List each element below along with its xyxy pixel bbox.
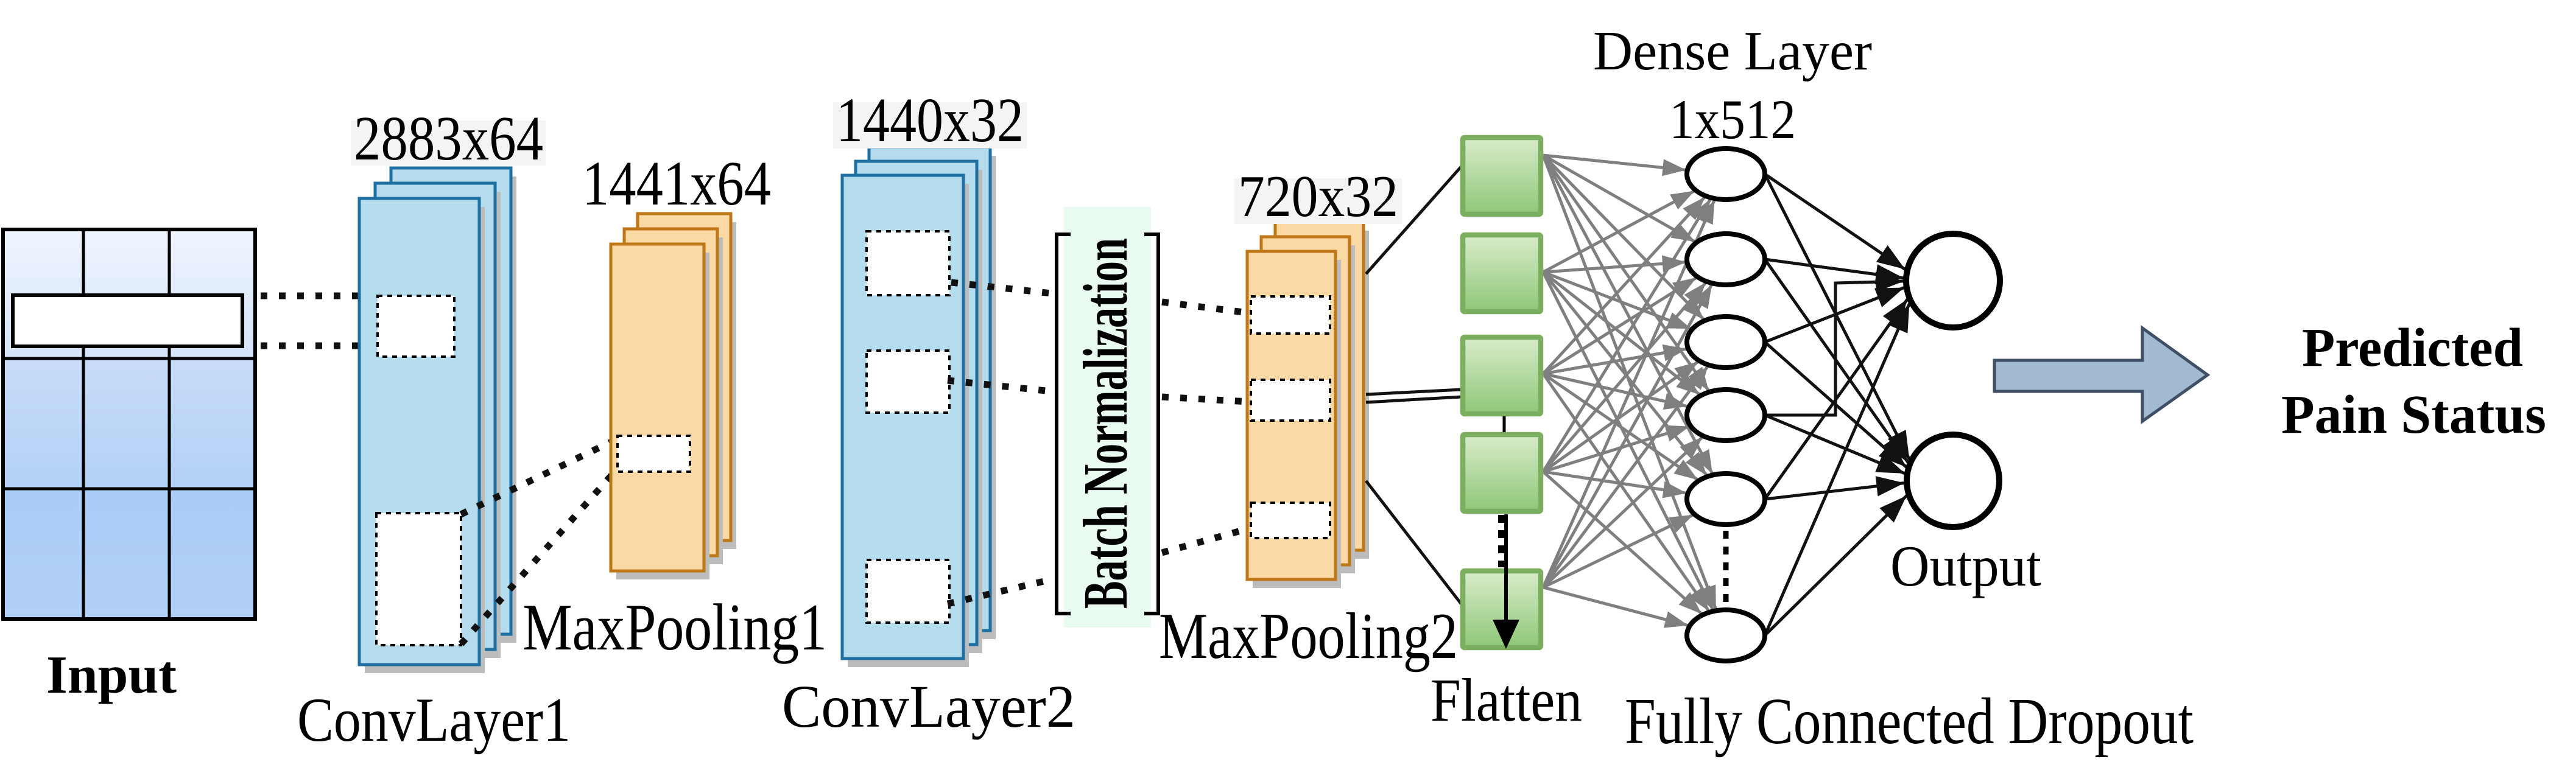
svg-text:Batch Normalization: Batch Normalization bbox=[1071, 238, 1141, 609]
svg-text:2883x64: 2883x64 bbox=[354, 103, 543, 173]
svg-text:Fully Connected Dropout: Fully Connected Dropout bbox=[1625, 685, 2194, 758]
svg-text:1440x32: 1440x32 bbox=[836, 85, 1024, 155]
svg-text:Input: Input bbox=[46, 646, 177, 705]
svg-text:1x512: 1x512 bbox=[1669, 88, 1796, 150]
svg-text:720x32: 720x32 bbox=[1238, 164, 1398, 229]
svg-text:Output: Output bbox=[1890, 534, 2041, 598]
svg-text:Dense Layer: Dense Layer bbox=[1593, 20, 1872, 82]
svg-text:ConvLayer2: ConvLayer2 bbox=[782, 673, 1075, 740]
svg-text:MaxPooling1: MaxPooling1 bbox=[523, 590, 827, 664]
svg-text:MaxPooling2: MaxPooling2 bbox=[1159, 600, 1458, 673]
svg-text:Predicted: Predicted bbox=[2302, 318, 2523, 378]
svg-text:Flatten: Flatten bbox=[1431, 666, 1582, 734]
svg-text:1441x64: 1441x64 bbox=[582, 149, 771, 219]
svg-text:Pain Status: Pain Status bbox=[2281, 385, 2546, 445]
svg-text:ConvLayer1: ConvLayer1 bbox=[297, 685, 571, 755]
